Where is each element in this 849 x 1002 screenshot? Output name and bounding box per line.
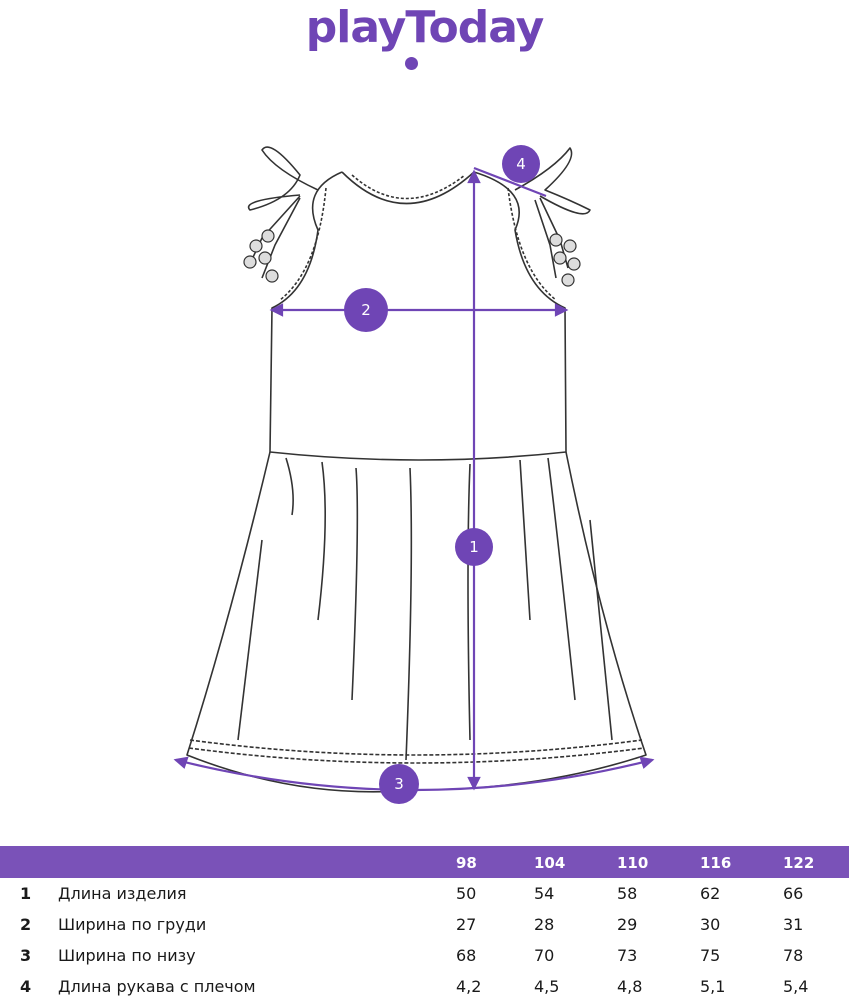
table-cell: 27: [456, 915, 477, 934]
table-cell: 5,1: [700, 977, 726, 996]
size-header: 110: [617, 854, 649, 872]
table-cell: 4,8: [617, 977, 643, 996]
table-cell: 62: [700, 884, 721, 903]
row-number: 2: [20, 915, 32, 934]
row-label: Длина рукава с плечом: [58, 977, 256, 996]
table-cell: 50: [456, 884, 477, 903]
size-header: 104: [534, 854, 566, 872]
table-cell: 28: [534, 915, 555, 934]
table-row: 1 Длина изделия 50 54 58 62 66: [0, 878, 849, 909]
table-cell: 73: [617, 946, 638, 965]
table-cell: 78: [783, 946, 804, 965]
table-cell: 31: [783, 915, 804, 934]
table-cell: 4,5: [534, 977, 560, 996]
size-table: 98 104 110 116 122 1 Длина изделия 50 54…: [0, 846, 849, 1002]
table-cell: 58: [617, 884, 638, 903]
measure-marker-1: 1: [455, 528, 493, 566]
svg-text:3: 3: [394, 775, 404, 793]
size-header: 98: [456, 854, 477, 872]
row-number: 4: [20, 977, 32, 996]
table-row: 3 Ширина по низу 68 70 73 75 78: [0, 940, 849, 971]
measure-marker-2: 2: [344, 288, 388, 332]
row-number: 3: [20, 946, 32, 965]
table-cell: 29: [617, 915, 638, 934]
logo-dot: [405, 57, 418, 70]
measure-marker-4: 4: [502, 145, 540, 183]
sleeve-line: [473, 166, 547, 198]
size-header: 116: [700, 854, 732, 872]
dress-sketch: 1 2 3 4: [173, 145, 655, 804]
bodice-outline: [269, 171, 567, 461]
measure-marker-3: 3: [379, 764, 419, 804]
size-table-header: 98 104 110 116 122: [0, 846, 849, 878]
neckline: [341, 171, 475, 205]
row-label: Длина изделия: [58, 884, 187, 903]
row-label: Ширина по груди: [58, 915, 207, 934]
row-number: 1: [20, 884, 32, 903]
table-cell: 54: [534, 884, 555, 903]
table-cell: 70: [534, 946, 555, 965]
table-cell: 66: [783, 884, 804, 903]
table-cell: 5,4: [783, 977, 809, 996]
table-cell: 68: [456, 946, 477, 965]
row-label: Ширина по низу: [58, 946, 196, 965]
svg-text:1: 1: [469, 538, 479, 556]
table-cell: 4,2: [456, 977, 482, 996]
size-header: 122: [783, 854, 815, 872]
table-row: 4 Длина рукава с плечом 4,2 4,5 4,8 5,1 …: [0, 971, 849, 1002]
skirt-outline: [186, 451, 647, 793]
brand-logo: playToday: [305, 2, 545, 53]
table-row: 2 Ширина по груди 27 28 29 30 31: [0, 909, 849, 940]
table-cell: 30: [700, 915, 721, 934]
svg-text:2: 2: [361, 301, 371, 319]
table-cell: 75: [700, 946, 721, 965]
svg-text:4: 4: [516, 155, 526, 173]
